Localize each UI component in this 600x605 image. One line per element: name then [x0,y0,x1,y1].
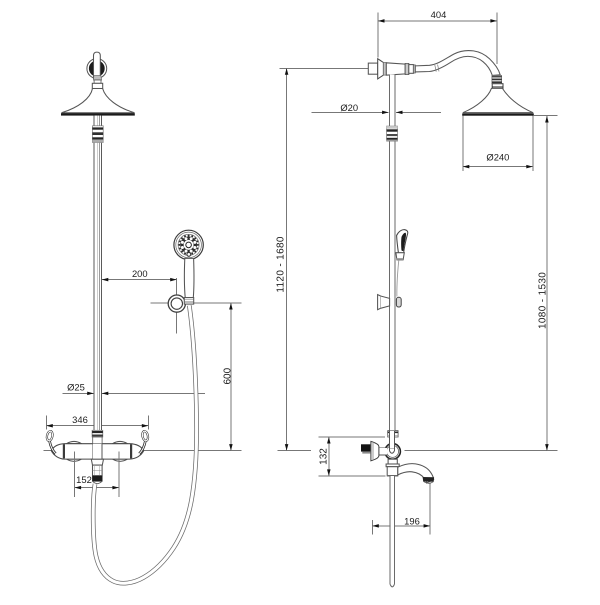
svg-text:Ø240: Ø240 [486,152,509,163]
svg-text:1120 - 1680: 1120 - 1680 [275,236,286,293]
svg-text:Ø20: Ø20 [340,102,358,113]
svg-text:196: 196 [404,515,420,526]
svg-text:600: 600 [222,367,233,384]
svg-text:132: 132 [318,448,329,465]
svg-text:152: 152 [76,474,92,485]
svg-text:1080 - 1530: 1080 - 1530 [538,272,549,329]
svg-text:346: 346 [72,414,88,425]
svg-text:Ø25: Ø25 [67,381,85,392]
svg-text:200: 200 [132,268,148,279]
svg-text:404: 404 [431,9,447,20]
